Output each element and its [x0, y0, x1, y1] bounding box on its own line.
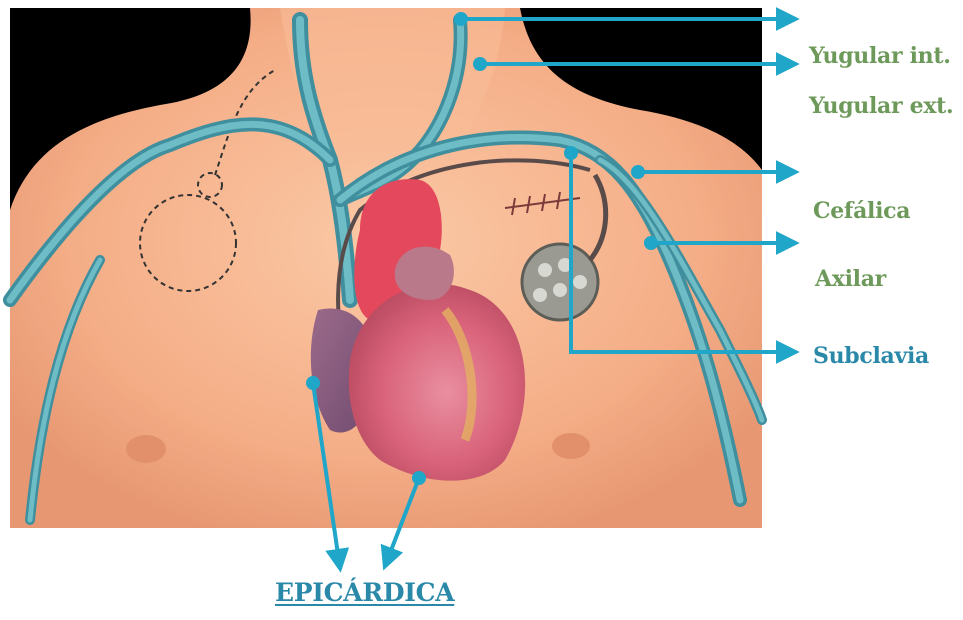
label-yugular-ext: Yugular ext. — [809, 93, 953, 119]
pulmonary-trunk — [395, 247, 454, 300]
label-epicardica: EPICÁRDICA — [275, 578, 454, 607]
label-axilar: Axilar — [815, 266, 886, 292]
label-subclavia: Subclavia — [813, 343, 929, 369]
label-yugular-int: Yugular int. — [809, 43, 951, 69]
label-cefalica: Cefálica — [813, 198, 910, 224]
right-nipple — [552, 433, 590, 459]
left-nipple — [126, 435, 166, 463]
ventricles — [349, 284, 525, 481]
